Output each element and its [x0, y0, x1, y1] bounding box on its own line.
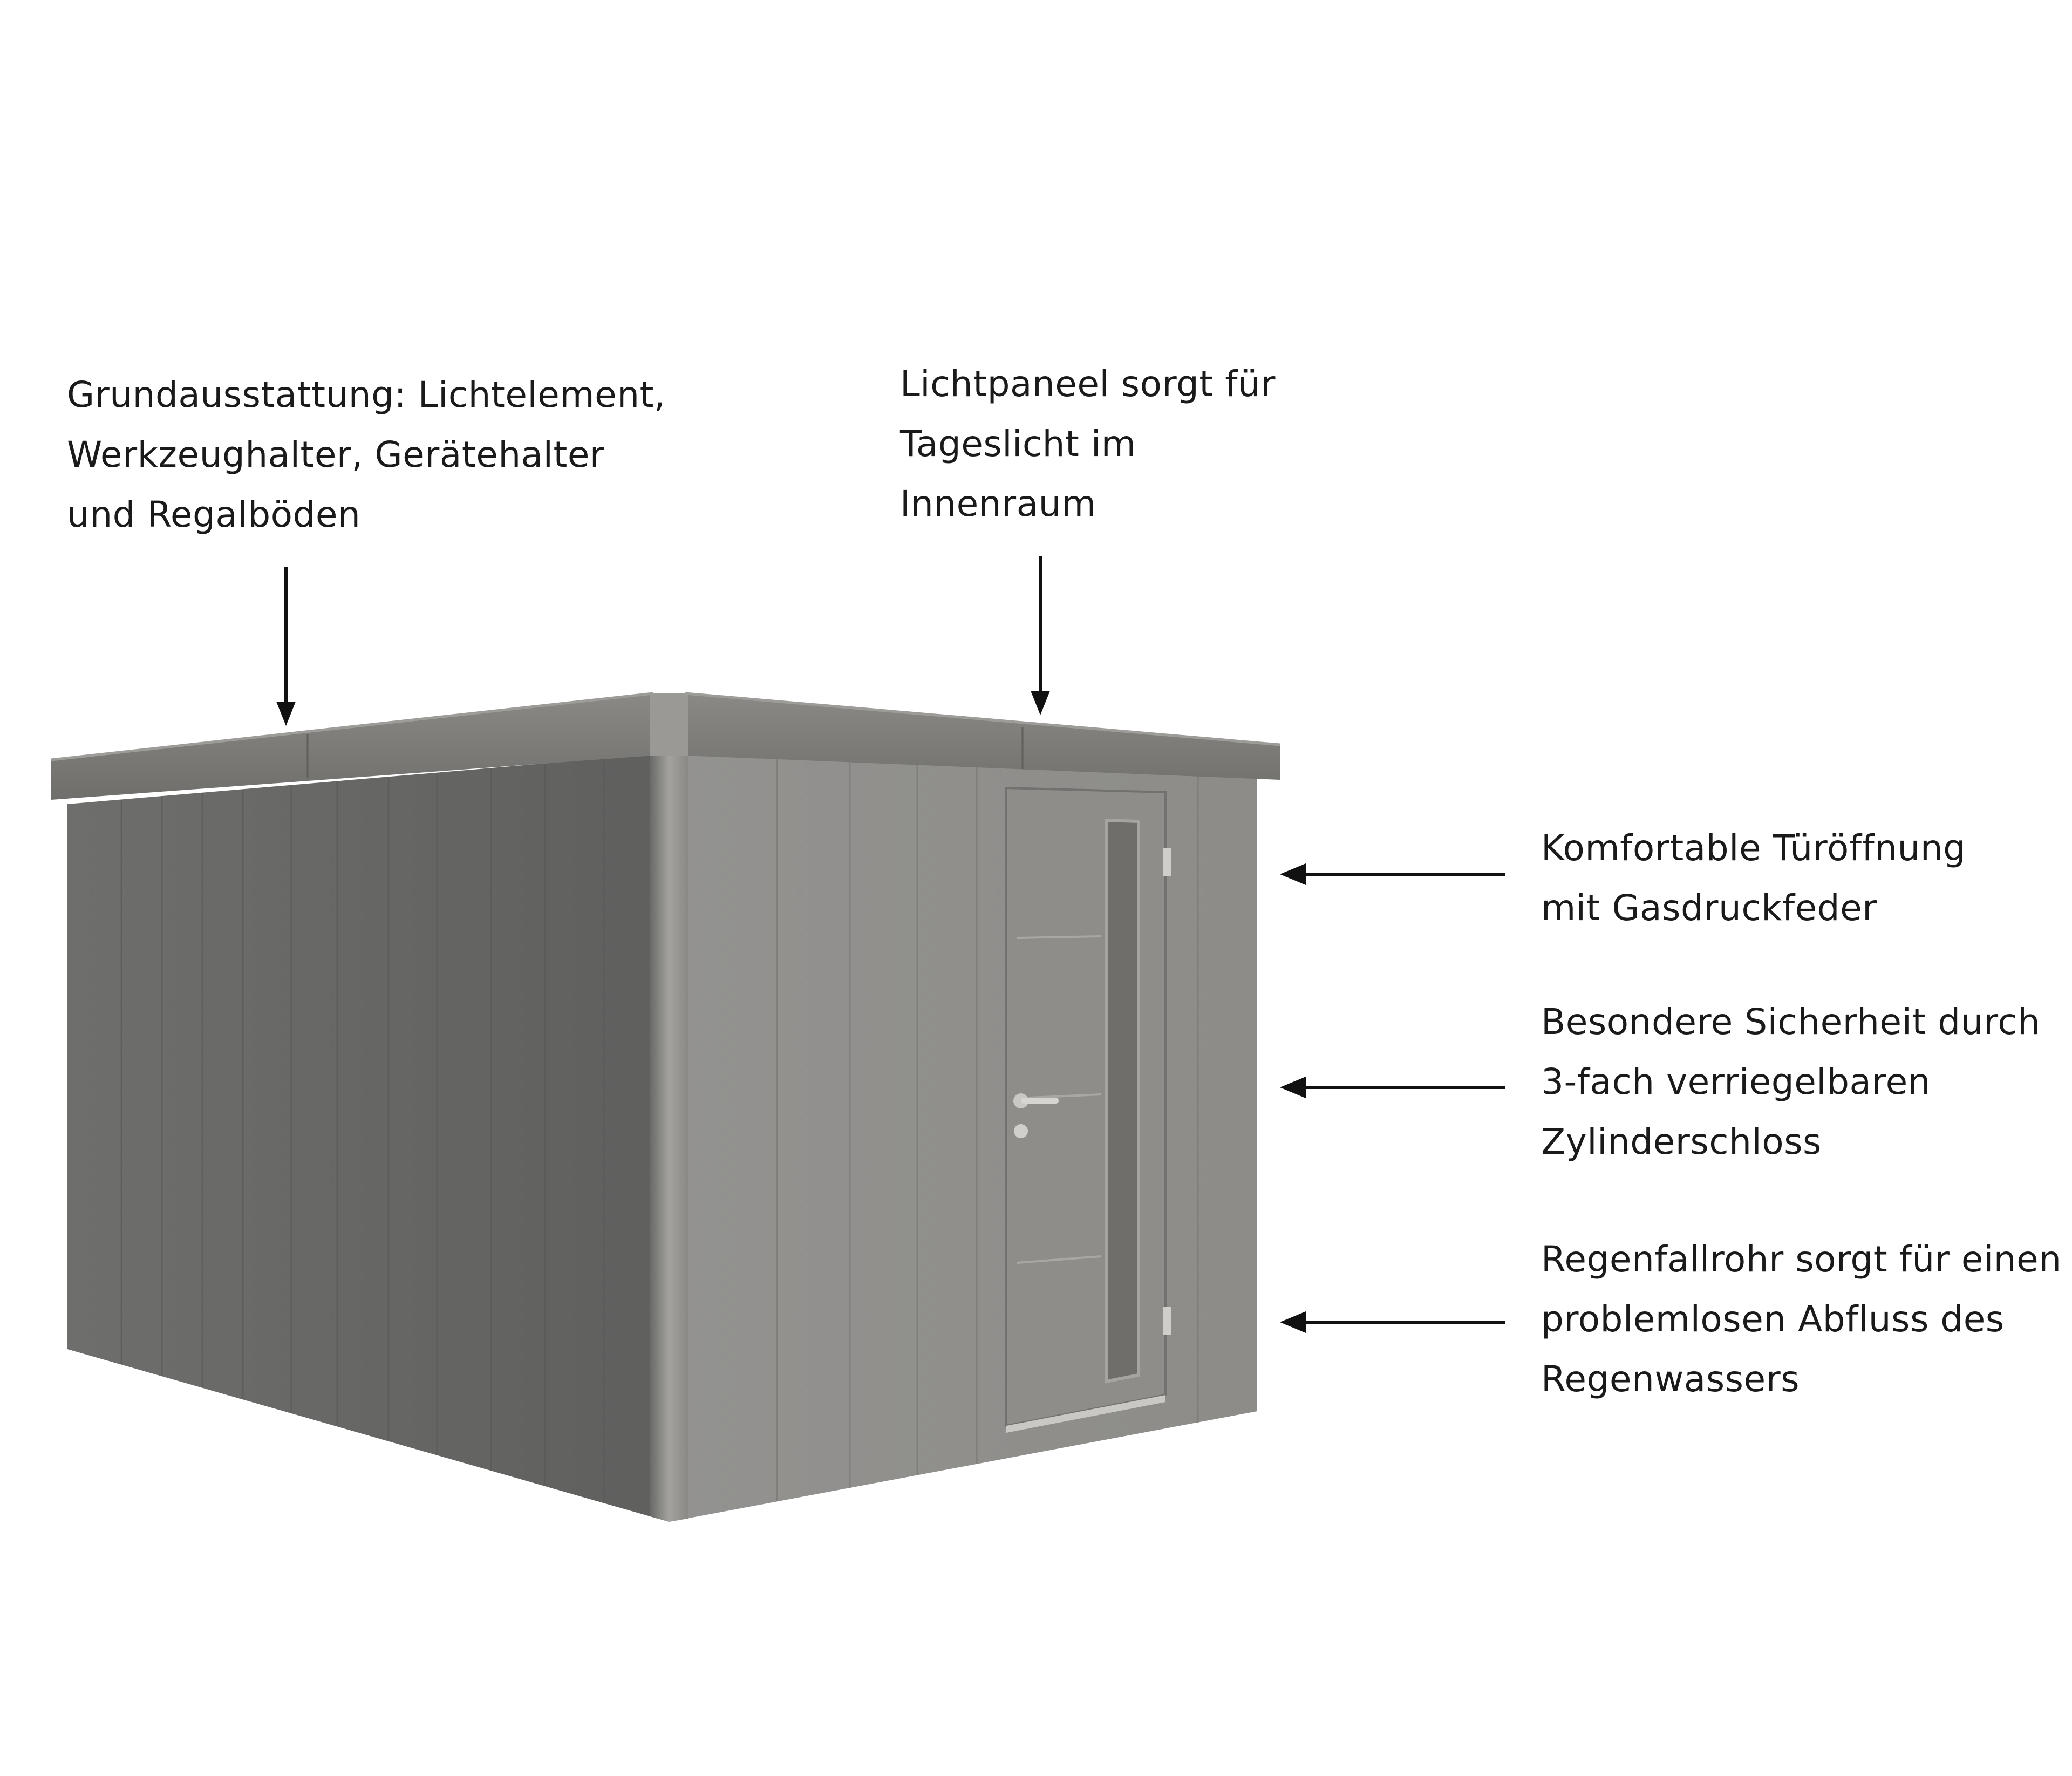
annotation-downpipe: Regenfallrohr sorgt für einen problemlos… — [1541, 1229, 2062, 1409]
roof-top-edge — [51, 692, 653, 761]
door-decor-line — [1017, 1093, 1101, 1099]
door-decor-line — [1017, 935, 1101, 939]
door-threshold — [1006, 1395, 1166, 1433]
roof-corner-cap — [650, 693, 688, 756]
annotation-line: mit Gasdruckfeder — [1541, 887, 1877, 929]
annotation-skylight: Lichtpaneel sorgt für Tageslicht im Inne… — [900, 354, 1276, 534]
shed-corner-post — [650, 753, 688, 1522]
annotation-equipment: Grundausstattung: Lichtelement, Werkzeug… — [67, 365, 665, 545]
side-wall-panel-seams — [120, 758, 605, 1503]
door-decor-line — [1017, 1255, 1101, 1264]
front-wall-panel-seams — [776, 757, 1199, 1501]
door-handle — [1021, 1098, 1059, 1104]
annotation-line: Zylinderschloss — [1541, 1121, 1822, 1162]
arrow-head-left-icon — [1280, 863, 1306, 885]
annotation-lock: Besondere Sicherheit durch 3-fach verrie… — [1541, 992, 2040, 1172]
annotation-line: und Regalböden — [67, 494, 361, 535]
annotation-line: Regenwassers — [1541, 1358, 1800, 1400]
annotation-line: Grundausstattung: Lichtelement, — [67, 374, 666, 416]
annotation-line: problemlosen Abfluss des — [1541, 1298, 2005, 1340]
shed-door — [1005, 786, 1171, 1433]
arrow-head-left-icon — [1280, 1077, 1306, 1098]
arrow-head-down-icon — [1031, 691, 1050, 715]
door-hinge — [1163, 1307, 1171, 1335]
annotation-line: Lichtpaneel sorgt für — [900, 363, 1276, 405]
annotation-arrows — [276, 556, 1505, 1333]
roof-top-edge — [685, 692, 1280, 746]
annotation-line: Tageslicht im — [900, 423, 1136, 465]
annotation-line: 3-fach verriegelbaren — [1541, 1061, 1931, 1103]
door-hinge — [1163, 848, 1171, 876]
arrow-head-down-icon — [276, 702, 296, 726]
annotation-line: Regenfallrohr sorgt für einen — [1541, 1239, 2062, 1280]
annotation-line: Besondere Sicherheit durch — [1541, 1001, 2041, 1043]
arrow-head-left-icon — [1280, 1311, 1306, 1333]
annotation-door: Komfortable Türöffnung mit Gasdruckfeder — [1541, 818, 1966, 938]
lock-cylinder — [1014, 1124, 1028, 1138]
annotation-line: Innenraum — [900, 483, 1096, 525]
annotation-line: Komfortable Türöffnung — [1541, 827, 1966, 869]
door-window — [1105, 818, 1140, 1384]
annotation-line: Werkzeughalter, Gerätehalter — [67, 434, 605, 475]
shed-side-wall — [67, 753, 669, 1522]
